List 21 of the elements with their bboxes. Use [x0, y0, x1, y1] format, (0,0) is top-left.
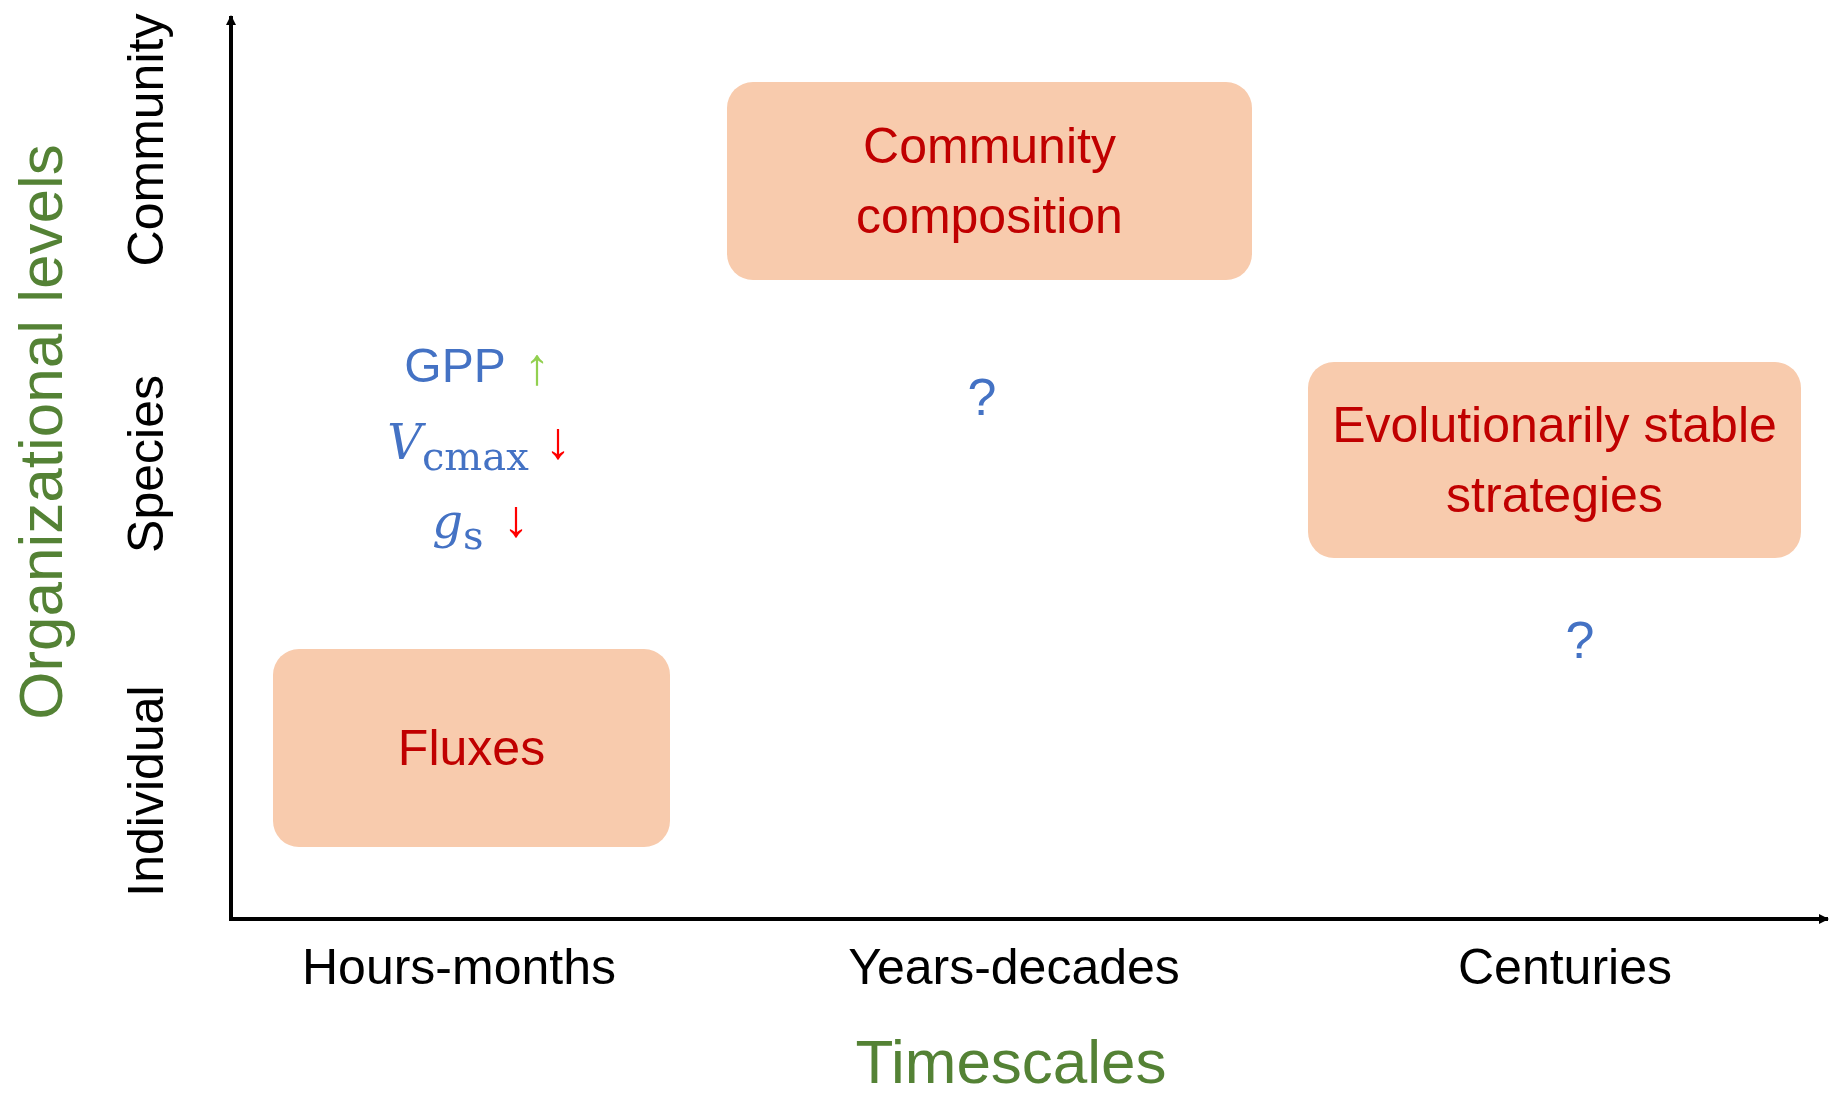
trend-arrow: ↓ — [545, 414, 571, 466]
trend-arrow: ↑ — [524, 340, 550, 392]
axis-tick-label: Hours-months — [302, 942, 616, 992]
axis-title: Timescales — [855, 1031, 1167, 1093]
variable-label: g$_{s}$ — [432, 497, 484, 555]
rounded-box — [1308, 362, 1801, 558]
variable-label: V$_{cmax}$ — [387, 418, 529, 476]
axis-tick-label: Community — [121, 13, 171, 267]
variable-label: GPP — [404, 342, 506, 390]
box-text: Fluxes — [397, 719, 546, 778]
box-text: Evolutionarily stable strategies — [1331, 396, 1778, 525]
axis-tick-label: Individual — [121, 685, 171, 897]
rounded-box — [727, 82, 1252, 280]
trend-arrow: ↓ — [503, 492, 529, 544]
axis-tick-label: Species — [121, 375, 171, 553]
box-text: Community composition — [855, 117, 1124, 246]
axis-tick-label: Centuries — [1458, 942, 1672, 992]
question-mark: ? — [967, 371, 997, 423]
axis-tick-label: Years-decades — [848, 942, 1180, 992]
rounded-box — [273, 649, 670, 847]
question-mark: ? — [1565, 614, 1595, 666]
